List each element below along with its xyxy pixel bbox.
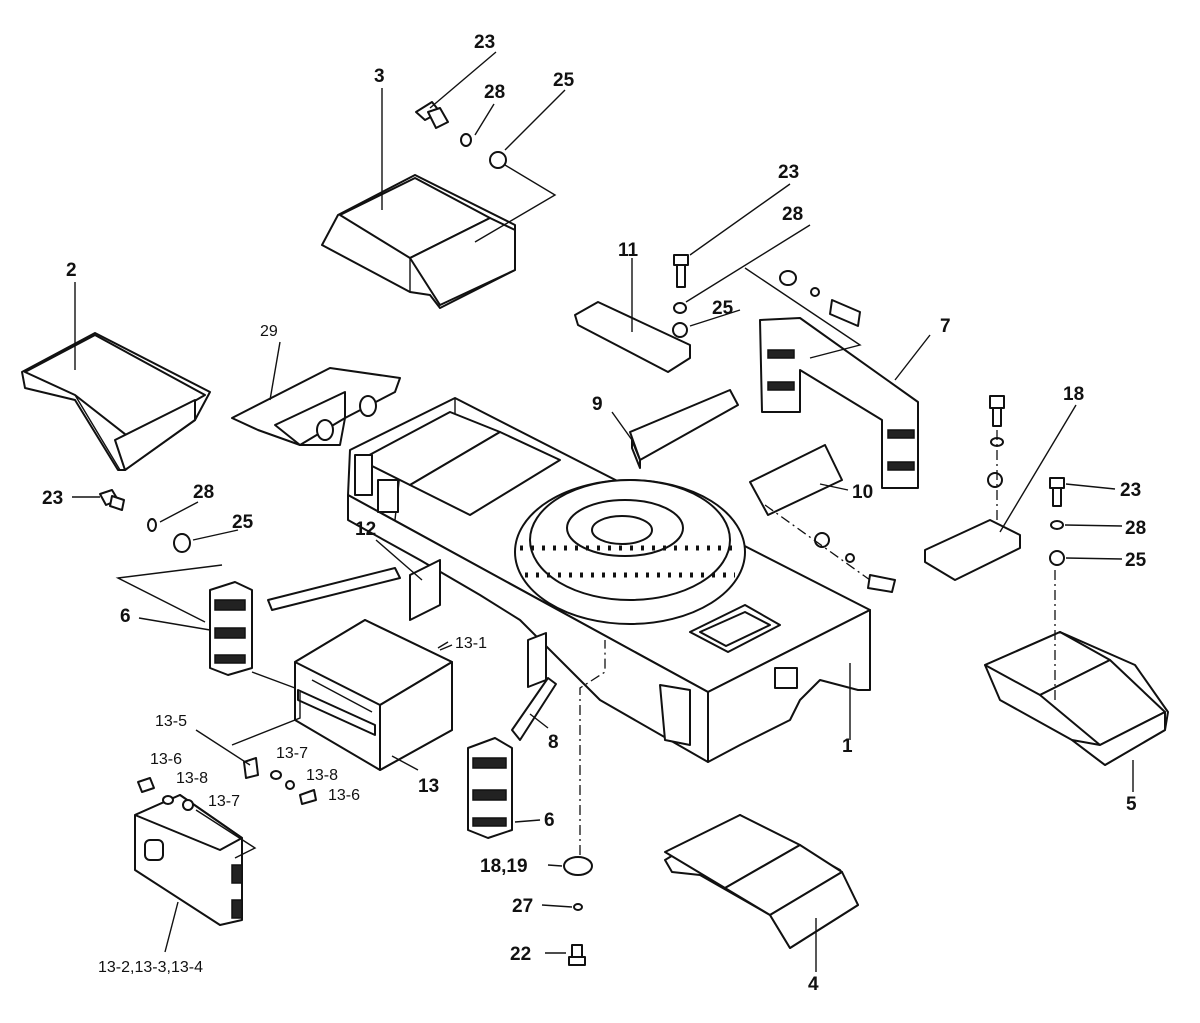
callout-13-6-right: 13-6 (328, 787, 360, 804)
callout-25-top: 25 (553, 70, 575, 91)
callout-6-upper: 6 (120, 606, 131, 627)
box-part-13 (294, 619, 453, 771)
swing-bearing-ring (514, 479, 746, 625)
fastener-ring-28c (147, 518, 157, 532)
callout-8: 8 (548, 732, 559, 753)
callout-2: 2 (66, 260, 77, 281)
strut-part-12 (267, 559, 441, 621)
callout-4: 4 (808, 974, 819, 995)
plate-part-10 (749, 444, 843, 516)
callout-25-mid: 25 (712, 298, 734, 319)
callout-3: 3 (374, 66, 385, 87)
callout-23-top: 23 (474, 32, 495, 53)
callout-13-7-upper: 13-7 (276, 745, 308, 762)
callout-23-mid: 23 (778, 162, 799, 183)
plate-part-9 (629, 389, 739, 469)
callout-29: 29 (260, 323, 278, 340)
bracket-part-29 (231, 367, 401, 446)
callout-28-right: 28 (1125, 518, 1146, 539)
door-part-13-2 (134, 794, 243, 926)
callout-5: 5 (1126, 794, 1137, 815)
callout-18-19: 18,19 (480, 856, 528, 877)
callout-13-5: 13-5 (155, 713, 187, 730)
link-part-8 (511, 632, 557, 741)
shim-part-18-19 (563, 856, 593, 876)
callout-13-1: 13-1 (455, 635, 487, 652)
cover-part-2 (21, 332, 211, 471)
fastener-bolt-23c (99, 489, 125, 511)
fastener-ring-27 (573, 903, 583, 911)
callout-22: 22 (510, 944, 531, 965)
callout-27: 27 (512, 896, 533, 917)
cover-part-3 (321, 174, 516, 309)
callout-6-lower: 6 (544, 810, 555, 831)
fastener-ring-28d (1050, 520, 1064, 530)
callout-23-left: 23 (42, 488, 63, 509)
callout-labels: 1 2 3 4 5 6 6 7 8 9 10 11 12 13 13-1 13-… (42, 32, 1147, 995)
callout-28-left: 28 (193, 482, 214, 503)
fastener-bolt-22 (568, 944, 586, 966)
callout-13-8-right: 13-8 (306, 767, 338, 784)
fastener-bolt-23b (673, 254, 689, 288)
fastener-ring-28b (673, 302, 687, 314)
fastener-nut-25d (1049, 550, 1065, 566)
plate-part-18 (924, 519, 1021, 581)
callout-13-2-3-4: 13-2,13-3,13-4 (98, 959, 203, 976)
cover-part-4 (664, 814, 859, 949)
callout-28-top: 28 (484, 82, 505, 103)
fastener-bolt-23d (1049, 477, 1065, 507)
fastener-nut-25c (173, 533, 191, 553)
fastener-misc-plate-18 (987, 395, 1005, 488)
fastener-misc-box-13 (137, 757, 317, 811)
callout-13-6-left: 13-6 (150, 751, 182, 768)
callout-1: 1 (842, 736, 853, 757)
frame-part-7 (759, 317, 919, 489)
callout-18: 18 (1063, 384, 1084, 405)
callout-25-left: 25 (232, 512, 254, 533)
fastener-nut-25b (672, 322, 688, 338)
callout-23-right: 23 (1120, 480, 1141, 501)
callout-28-mid: 28 (782, 204, 803, 225)
block-part-6-lower (467, 737, 513, 839)
fastener-misc-plate-10 (814, 532, 896, 593)
callout-13-8-left: 13-8 (176, 770, 208, 787)
callout-13-7-lower: 13-7 (208, 793, 240, 810)
callout-12: 12 (355, 519, 376, 540)
callout-7: 7 (940, 316, 951, 337)
leader-lines (72, 51, 1134, 972)
block-part-6-upper (209, 581, 253, 676)
callout-10: 10 (852, 482, 873, 503)
callout-9: 9 (592, 394, 603, 415)
callout-13: 13 (418, 776, 439, 797)
callout-11: 11 (618, 240, 639, 261)
fastener-nut-25a (489, 151, 507, 169)
callout-25-right: 25 (1125, 550, 1147, 571)
cover-part-5 (984, 631, 1169, 766)
plate-part-11 (574, 301, 691, 373)
fastener-ring-28a (460, 133, 472, 147)
fastener-misc-frame-7 (779, 270, 861, 327)
fastener-bolt-23a (415, 101, 449, 129)
